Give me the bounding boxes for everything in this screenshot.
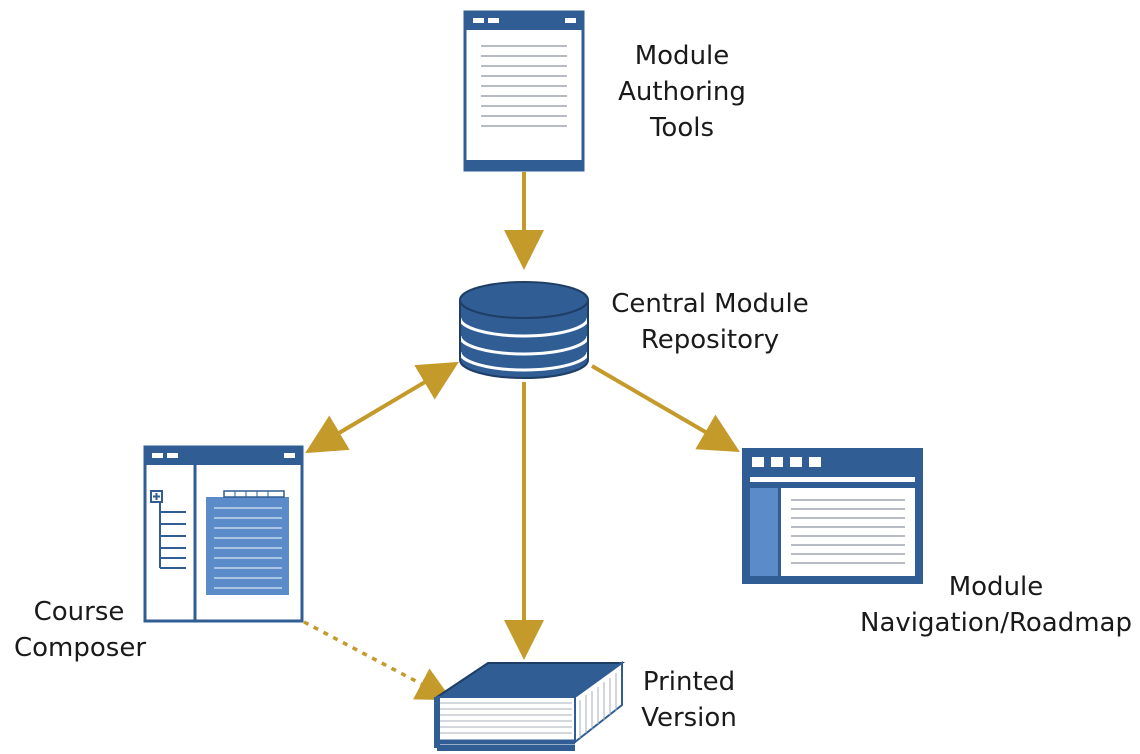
edge-repository-to-navigation [590, 364, 740, 453]
label-printed-version: Printed Version [634, 664, 744, 736]
book-icon [433, 661, 626, 751]
label-line: Repository [640, 325, 780, 355]
split-pane-window-icon [143, 445, 304, 623]
database-icon [458, 281, 590, 379]
browser-window-icon [742, 448, 923, 584]
label-line: Version [641, 703, 737, 733]
label-line: Navigation/Roadmap [860, 608, 1132, 638]
edge-repository-composer-bidirectional [305, 361, 459, 454]
label-line: Module [948, 572, 1044, 602]
label-line: Module [634, 41, 730, 71]
label-line: Central Module [611, 289, 809, 319]
label-central-module-repository: Central Module Repository [600, 286, 820, 358]
label-line: Course [33, 597, 125, 627]
label-line: Printed [642, 667, 736, 697]
label-course-composer: Course Composer [14, 594, 147, 666]
edge-composer-to-printed-dotted [303, 620, 453, 701]
label-module-navigation-roadmap: Module Navigation/Roadmap [852, 569, 1140, 641]
label-line: Tools [649, 113, 715, 143]
document-window-icon [463, 10, 585, 172]
label-line: Composer [14, 633, 147, 663]
label-module-authoring-tools: Module Authoring Tools [612, 38, 752, 146]
label-line: Authoring [618, 77, 746, 107]
